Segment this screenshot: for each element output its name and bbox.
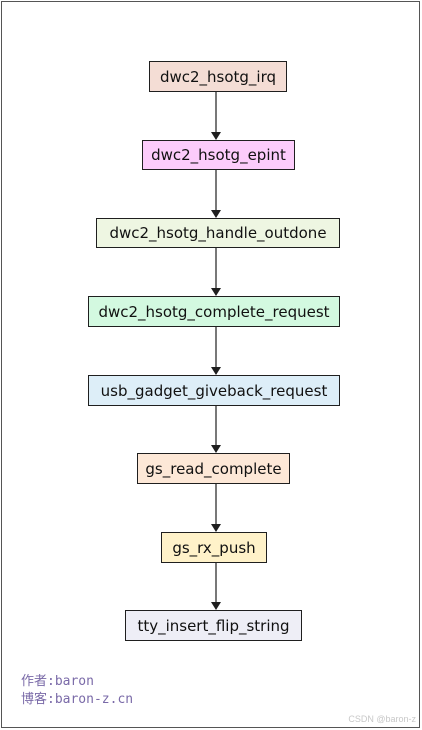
node-label: dwc2_hsotg_complete_request bbox=[98, 302, 330, 321]
node-tty-insert-flip-string: tty_insert_flip_string bbox=[125, 610, 302, 641]
author-label: 作者:baron bbox=[21, 674, 94, 689]
node-label: dwc2_hsotg_irq bbox=[159, 67, 277, 86]
node-dwc2-hsotg-complete-request: dwc2_hsotg_complete_request bbox=[88, 296, 340, 327]
node-dwc2-hsotg-epint: dwc2_hsotg_epint bbox=[142, 140, 295, 170]
node-label: gs_rx_push bbox=[172, 538, 256, 557]
node-dwc2-hsotg-handle-outdone: dwc2_hsotg_handle_outdone bbox=[96, 218, 340, 248]
node-gs-read-complete: gs_read_complete bbox=[137, 453, 290, 484]
node-label: tty_insert_flip_string bbox=[137, 616, 290, 635]
node-label: gs_read_complete bbox=[145, 459, 282, 478]
node-label: dwc2_hsotg_epint bbox=[151, 146, 286, 164]
node-label: dwc2_hsotg_handle_outdone bbox=[109, 224, 327, 242]
node-label: usb_gadget_giveback_request bbox=[100, 381, 328, 400]
node-usb-gadget-giveback-request: usb_gadget_giveback_request bbox=[88, 375, 340, 406]
node-dwc2-hsotg-irq: dwc2_hsotg_irq bbox=[149, 61, 287, 92]
blog-label: 博客:baron-z.cn bbox=[21, 692, 134, 707]
node-gs-rx-push: gs_rx_push bbox=[161, 532, 267, 563]
watermark: CSDN @baron-z bbox=[348, 714, 416, 724]
